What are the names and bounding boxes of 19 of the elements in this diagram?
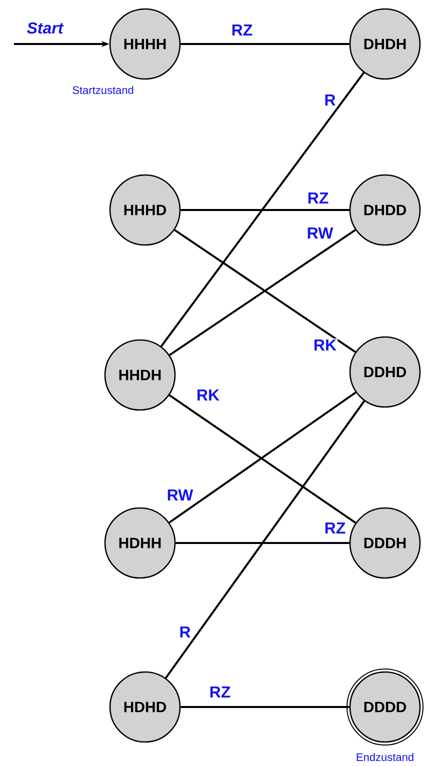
- transition-line: [164, 400, 366, 679]
- edge-label: Start: [26, 21, 64, 35]
- transition-line: [180, 706, 350, 708]
- edge-label: RZ: [208, 686, 232, 698]
- transition-line: [160, 72, 365, 347]
- edge-label: RW: [306, 226, 334, 240]
- edge-label: R: [323, 94, 337, 106]
- edge-label: RZ: [323, 522, 347, 534]
- transition-line: [176, 542, 350, 544]
- edge-label: RZ: [306, 192, 330, 204]
- edge-label: RW: [166, 488, 194, 502]
- transition-line: [180, 209, 350, 211]
- edge-label: RK: [312, 338, 338, 352]
- state-caption: Startzustand: [72, 86, 134, 94]
- edge-label: R: [178, 626, 192, 638]
- transition-line: [180, 43, 350, 45]
- edge-label: RZ: [230, 24, 254, 36]
- state-caption: Endzustand: [356, 752, 414, 762]
- edge-label: RK: [195, 388, 221, 402]
